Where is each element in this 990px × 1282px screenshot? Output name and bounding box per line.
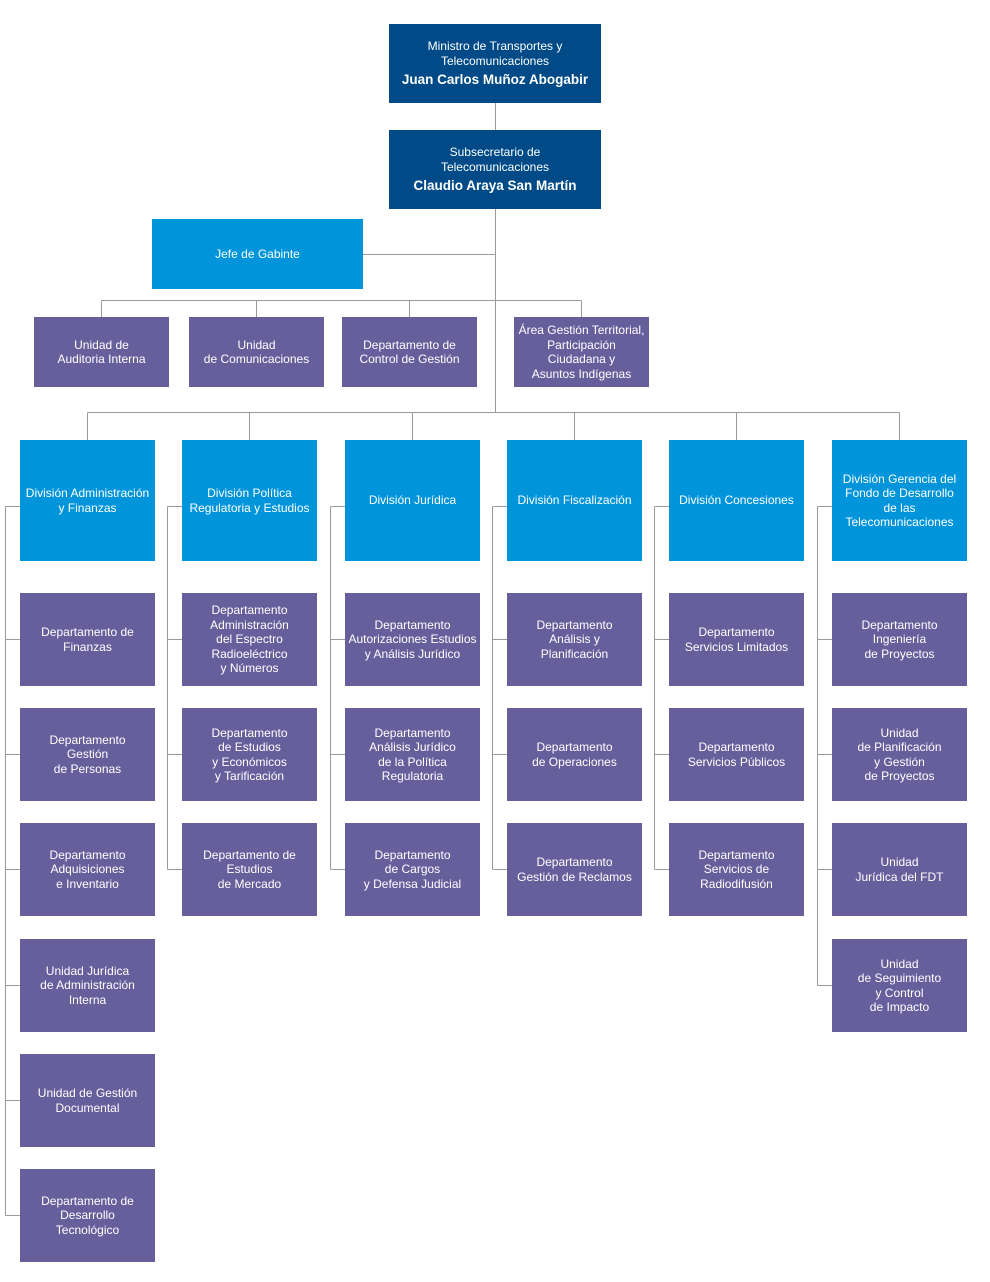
staff-unit-label: Área Gestión Territorial, Participación … [518, 323, 645, 381]
unit-label: Unidad de Gestión Documental [37, 1086, 138, 1115]
unit-box: Departamento Análisis Jurídico de la Pol… [345, 708, 480, 801]
unit-label: Departamento Análisis Jurídico de la Pol… [369, 725, 456, 784]
staff-unit-label: Unidad de Auditoria Interna [57, 337, 146, 367]
unit-label: Departamento Gestión de Reclamos [517, 855, 632, 884]
unit-box: Departamento Ingeniería de Proyectos [832, 593, 967, 686]
unit-label: Departamento de Operaciones [532, 740, 617, 769]
unit-box: Unidad Jurídica de Administración Intern… [20, 939, 155, 1032]
division-label: División Política Regulatoria y Estudios [189, 486, 310, 515]
unit-label: Unidad Jurídica de Administración Intern… [40, 963, 135, 1007]
unit-label: Departamento Servicios de Radiodifusión [698, 847, 775, 891]
unit-label: Unidad de Planificación y Gestión de Pro… [857, 725, 942, 784]
unit-box: Unidad de Seguimiento y Control de Impac… [832, 939, 967, 1032]
staff-unit-label: Unidad de Comunicaciones [203, 337, 310, 367]
unit-box: Departamento de Desarrollo Tecnológico [20, 1169, 155, 1262]
unit-label: Unidad Jurídica del FDT [855, 855, 944, 884]
undersecretary-box: Subsecretario de Telecomunicaciones Clau… [389, 130, 601, 209]
division-label: División Administración y Finanzas [25, 486, 150, 515]
undersecretary-title: Subsecretario de Telecomunicaciones [440, 145, 550, 174]
unit-label: Departamento Servicios Limitados [684, 625, 789, 654]
unit-label: Departamento Ingeniería de Proyectos [861, 617, 938, 661]
unit-box: Departamento Gestión de Personas [20, 708, 155, 801]
division-gerencia-fdt: División Gerencia del Fondo de Desarroll… [832, 440, 967, 561]
unit-box: Unidad Jurídica del FDT [832, 823, 967, 916]
staff-unit-gestion-territorial: Área Gestión Territorial, Participación … [514, 317, 649, 387]
division-fiscalizacion: División Fiscalización [507, 440, 642, 561]
unit-box: Departamento Servicios Limitados [669, 593, 804, 686]
unit-label: Departamento Servicios Públicos [687, 740, 786, 769]
unit-box: Unidad de Gestión Documental [20, 1054, 155, 1147]
unit-box: Departamento de Estudios y Económicos y … [182, 708, 317, 801]
unit-box: Departamento de Operaciones [507, 708, 642, 801]
unit-label: Departamento Administración del Espectro… [210, 603, 289, 676]
unit-label: Departamento Autorizaciones Estudios y A… [348, 617, 477, 661]
division-juridica: División Jurídica [345, 440, 480, 561]
unit-label: Departamento de Estudios de Mercado [203, 847, 296, 891]
unit-box: Departamento Adquisiciones e Inventario [20, 823, 155, 916]
unit-box: Departamento Servicios Públicos [669, 708, 804, 801]
unit-box: Departamento de Cargos y Defensa Judicia… [345, 823, 480, 916]
staff-unit-auditoria: Unidad de Auditoria Interna [34, 317, 169, 387]
division-politica-regulatoria: División Política Regulatoria y Estudios [182, 440, 317, 561]
unit-box: Departamento Administración del Espectro… [182, 593, 317, 686]
unit-label: Departamento de Cargos y Defensa Judicia… [363, 847, 462, 891]
unit-box: Unidad de Planificación y Gestión de Pro… [832, 708, 967, 801]
division-administracion-finanzas: División Administración y Finanzas [20, 440, 155, 561]
division-label: División Fiscalización [517, 493, 632, 508]
staff-unit-control-gestion: Departamento de Control de Gestión [342, 317, 477, 387]
unit-box: Departamento de Finanzas [20, 593, 155, 686]
unit-label: Departamento Adquisiciones e Inventario [49, 847, 126, 891]
unit-label: Departamento de Estudios y Económicos y … [211, 725, 288, 784]
unit-label: Departamento Gestión de Personas [49, 732, 126, 776]
unit-label: Departamento de Finanzas [41, 625, 134, 654]
minister-box: Ministro de Transportes y Telecomunicaci… [389, 24, 601, 103]
division-label: División Concesiones [679, 493, 794, 508]
staff-unit-label: Departamento de Control de Gestión [359, 337, 460, 367]
unit-label: Departamento de Desarrollo Tecnológico [41, 1193, 134, 1237]
unit-box: Departamento Autorizaciones Estudios y A… [345, 593, 480, 686]
unit-label: Departamento Análisis y Planificación [536, 617, 613, 661]
chief-of-staff-box: Jefe de Gabinte [152, 219, 363, 289]
staff-unit-comunicaciones: Unidad de Comunicaciones [189, 317, 324, 387]
division-concesiones: División Concesiones [669, 440, 804, 561]
unit-label: Unidad de Seguimiento y Control de Impac… [857, 956, 942, 1015]
minister-name: Juan Carlos Muñoz Abogabir [401, 72, 589, 88]
chief-of-staff-label: Jefe de Gabinte [215, 246, 300, 261]
unit-box: Departamento Servicios de Radiodifusión [669, 823, 804, 916]
minister-title: Ministro de Transportes y Telecomunicaci… [427, 39, 563, 68]
undersecretary-name: Claudio Araya San Martín [413, 178, 577, 194]
division-label: División Jurídica [368, 493, 457, 508]
unit-box: Departamento Análisis y Planificación [507, 593, 642, 686]
division-label: División Gerencia del Fondo de Desarroll… [842, 471, 957, 530]
unit-box: Departamento Gestión de Reclamos [507, 823, 642, 916]
unit-box: Departamento de Estudios de Mercado [182, 823, 317, 916]
